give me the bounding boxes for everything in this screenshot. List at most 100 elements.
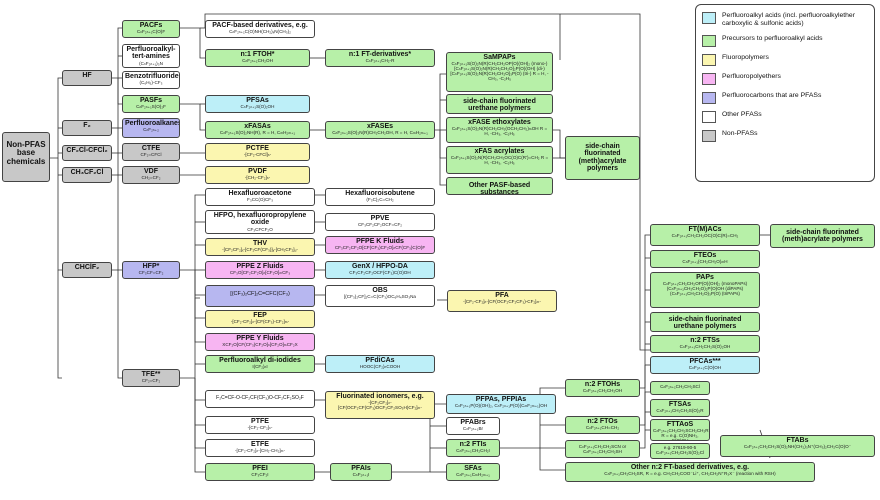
legend-label: Perfluoroalkyl acids (incl. perfluoroalk… [722, 12, 855, 27]
node-formula: CₙF₂ₙ₊₁S(O)₂NH(R), R = H, CₘH₂ₘ₊₁ [219, 130, 296, 136]
node-title: OBS [372, 287, 388, 294]
node-title: n:2 FTSs [690, 337, 720, 344]
node-title: PFPE Z Fluids [236, 263, 284, 270]
node-title: Perfluoroalkanes [125, 120, 180, 127]
node-title: PAPs [696, 274, 714, 281]
node-formula: F₃CC(O)CF₃ [247, 197, 273, 203]
legend-label: Perfluorocarbons that are PFASs [722, 91, 822, 99]
node-formula: -[CF₂-CFCl]ₙ- [243, 152, 272, 158]
node-title: PTFE [251, 418, 269, 425]
node-title: side-chain fluorinated urethane polymers [668, 316, 742, 331]
node-formula: CF₃CF₂CF₂OCF=CF₂ [357, 222, 403, 228]
node-title: FT(M)ACs [688, 226, 722, 233]
legend-swatch-cyan [702, 12, 716, 24]
node-formula: CₙF₂ₙ₊₁CH=CH₂ [585, 425, 620, 431]
node-title: side-chain fluorinated urethane polymers [463, 98, 536, 113]
legend-item: Non-PFASs [702, 129, 868, 142]
node-formula: CₙF₂ₙ₊₁(CH₂CH₂O)ₘH [682, 259, 728, 265]
node-title: GenX / HFPO-DA [351, 263, 408, 270]
node-title: xFAS acrylates [474, 148, 525, 155]
node-title: FTSAs [668, 401, 692, 408]
node-title: Perfluoroalkyl-tert-amines [126, 46, 176, 61]
node-title: n:2 FTOs [587, 418, 618, 425]
node-hexafluoroisobutene: Hexafluoroisobutene(F₃C)₂C=CH₂ [325, 188, 435, 206]
node-title: PVDF [248, 168, 267, 175]
legend-swatch-pink [702, 72, 716, 85]
node-formula: CF₂=CFCl [140, 152, 162, 158]
node-title: PACFs [139, 22, 163, 29]
node-title: VDF [144, 168, 158, 175]
node-title: Other PASF-based substances [468, 182, 531, 195]
legend-label: Non-PFASs [722, 129, 758, 137]
node-formula: CₙF₂ₙ₊₁CH₂OH [242, 58, 273, 64]
node-formula: CₙF₂ₙ₊₁S(O)₂N(R)CH₂CH₂OC(O)C(R')=CH₂ R =… [450, 155, 549, 166]
node-chclf2: CHClF₂ [62, 262, 112, 278]
legend-label: Perfluoropolyethers [722, 72, 781, 80]
node-title: PPVE [370, 215, 390, 222]
node-formula: -[CF₂CF₂]ₙ-[CF(OCF₂CF(CF₃)OCF₂CF₂SO₃H)CF… [338, 400, 422, 411]
node-formula: CₙF₂ₙ₊₁C(O)NH(CH₂)ₓN(CH₃)₂ [229, 29, 291, 35]
node-hf: HF [62, 70, 112, 86]
node-formula: CₙF₂ₙ₊₁S(O)₂N(R)CH₂CH₂OH, R = H, CₘH₂ₘ₊₁ [332, 130, 428, 136]
node-formula: [(CF₃)₂CF]₂C=C(CF₃)OC₆H₄SO₃Na [344, 294, 416, 300]
node-title: SaMPAPs [483, 54, 516, 61]
node-formula: CₙF₂ₙ₊₁CH₂-R [365, 58, 395, 64]
node-title: side-chain fluorinated (meth)acrylate po… [578, 143, 627, 173]
legend-label: Other PFASs [722, 110, 762, 118]
node-formula: CF₃CF₂I [251, 472, 269, 478]
node-formula: CₙF₂ₙ₊₂ [143, 127, 159, 133]
node-formula: e.g. 27619-90-5 CₙF₂ₙ₊₁CH₂CH₂S(O)₂Cl [655, 445, 705, 455]
legend-item: Precursors to perfluoroalkyl acids [702, 34, 868, 47]
node-title: PASFs [139, 97, 163, 104]
node-formula: CₙF₂ₙ₊₁I [352, 472, 370, 478]
legend-swatch-yellow [702, 53, 716, 66]
node-formula: (F₃C)₂C=CH₂ [366, 197, 394, 203]
node-formula: CₙF₂ₙ₊₁CH₂CH₂S(O)₂R [656, 408, 704, 414]
node-formula: CₙF₂ₙ₊₁S(O)₂OH [240, 104, 275, 110]
node-title: Hexafluoroacetone [228, 190, 292, 197]
node-ft-sulfonyl-chloride: e.g. 27619-90-5 CₙF₂ₙ₊₁CH₂CH₂S(O)₂Cl [650, 443, 710, 459]
node-title: PFdiCAs [365, 357, 395, 364]
node-title: PFPAs, PFPIAs [475, 396, 527, 403]
legend-swatch-purple [702, 91, 716, 104]
node-formula: CₙF₂ₙ₊₁CH₂CH₂SR, R = e.g. CH₂CH₂COO⁻Li⁺,… [604, 471, 776, 477]
node-hfp: HFP*CF₃CF=CF₂ [122, 261, 180, 279]
node-n1-ftoh: n:1 FTOH*CₙF₂ₙ₊₁CH₂OH [205, 49, 310, 67]
legend-item: Perfluorocarbons that are PFASs [702, 91, 868, 104]
legend-item: Perfluoropolyethers [702, 72, 868, 85]
node-title: PFPE K Fluids [356, 238, 404, 245]
node-title: PACF-based derivatives, e.g. [212, 22, 308, 29]
legend-item: Fluoropolymers [702, 53, 868, 66]
node-formula: CF₃CF₂CF₂OCF(CF₃)C(O)OH [349, 270, 411, 276]
node-scf-urethane-1: side-chain fluorinated urethane polymers [446, 94, 553, 114]
node-formula: (C₆H₅)-CF₃ [139, 80, 163, 86]
node-formula: CF₃CF=CF₂ [138, 270, 164, 276]
legend-item: Perfluoroalkyl acids (incl. perfluoroalk… [702, 12, 868, 28]
node-formula: CₙF₂ₙ₊₁CH₂CH₂OC(O)C(R)=CH₂ [671, 233, 739, 239]
legend: Perfluoroalkyl acids (incl. perfluoroalk… [695, 4, 875, 182]
node-title: THV [253, 240, 267, 247]
node-title: FTABs [786, 437, 809, 444]
node-formula: CₙF₂ₙ₊₁CH₂CH₂SCH₂CH₂R R = e.g. C(O)NH₂, … [653, 428, 709, 441]
node-formula: CF₂=CF₂ [141, 378, 161, 384]
legend-label: Precursors to perfluoroalkyl acids [722, 34, 823, 42]
node-title: CH₃CF₂Cl [70, 169, 104, 176]
